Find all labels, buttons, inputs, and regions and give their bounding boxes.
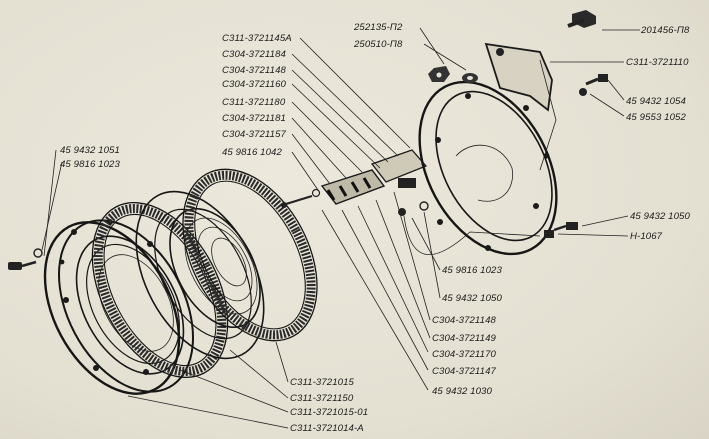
label-brush-145a: С311-3721145А	[222, 33, 292, 44]
label-brush-1042: 45 9816 1042	[222, 147, 282, 158]
label-left-screw: 45 9432 1051	[60, 145, 120, 156]
label-cover-screw: 45 9432 1054	[626, 96, 686, 107]
brush-holder-assembly	[281, 149, 429, 216]
label-ring-015: С311-3721015	[290, 377, 355, 388]
front-housing	[43, 219, 194, 395]
label-side-part: Н-1067	[630, 231, 663, 242]
label-housing-014: С311-3721014-А	[290, 423, 364, 434]
label-ring-015-01: С311-3721015-01	[290, 407, 368, 418]
left-screw	[8, 248, 43, 270]
label-mid-washer: 45 9816 1023	[442, 265, 502, 276]
label-top-bolt: 201456-П8	[640, 25, 690, 36]
label-cover-part: С311-3721110	[626, 57, 689, 68]
label-mid-screw: 45 9432 1050	[442, 293, 502, 304]
side-screw	[553, 222, 578, 232]
label-left-washer: 45 9816 1023	[60, 159, 120, 170]
label-brush-157: С304-3721157	[222, 129, 287, 140]
label-r-1030: 45 9432 1030	[432, 386, 492, 397]
label-brush-148: С304-3721148	[222, 65, 287, 76]
label-brush-181: С304-3721181	[222, 113, 286, 124]
label-r-149: С304-3721149	[432, 333, 497, 344]
gasket-ring	[182, 168, 318, 342]
label-brush-180: С311-3721180	[222, 97, 286, 108]
top-bolt	[567, 10, 596, 28]
label-brush-184: С304-3721184	[222, 49, 286, 60]
part-labels: 201456-П8 252135-П2 250510-П8 С311-37211…	[60, 22, 690, 434]
label-ring-150: С311-3721150	[290, 393, 354, 404]
top-nut	[428, 66, 450, 82]
rear-cover	[403, 42, 558, 256]
cover-screw	[579, 74, 608, 96]
label-r-170: С304-3721170	[432, 349, 497, 360]
label-r-148: С304-3721148	[432, 315, 497, 326]
leader-lines	[41, 27, 640, 429]
label-cover-washer: 45 9553 1052	[626, 112, 686, 123]
label-r-147: С304-3721147	[432, 366, 497, 377]
label-nut: 252135-П2	[353, 22, 403, 33]
label-side-screw: 45 9432 1050	[630, 211, 690, 222]
top-washer	[462, 73, 478, 83]
label-washer: 250510-П8	[353, 39, 403, 50]
label-brush-160: С304-3721160	[222, 79, 287, 90]
